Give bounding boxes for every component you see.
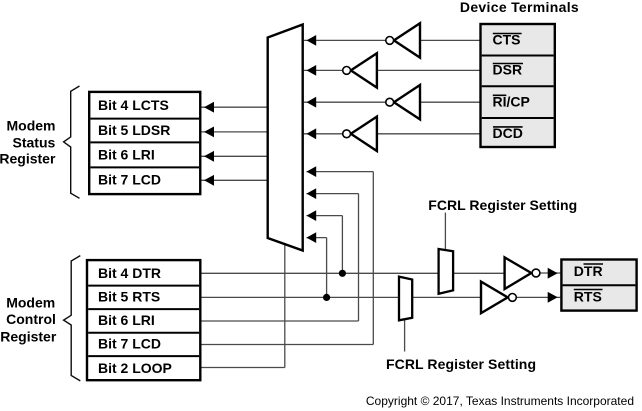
svg-text:Status: Status bbox=[13, 134, 56, 150]
svg-text:Bit 6 LRI: Bit 6 LRI bbox=[98, 146, 155, 162]
svg-text:DSR: DSR bbox=[493, 62, 523, 78]
svg-text:Copyright © 2017, Texas Instru: Copyright © 2017, Texas Instruments Inco… bbox=[366, 394, 634, 408]
svg-text:Modem: Modem bbox=[6, 295, 55, 311]
svg-text:Bit 7 LCD: Bit 7 LCD bbox=[98, 171, 161, 187]
svg-text:Register: Register bbox=[0, 328, 57, 344]
svg-text:RI/CP: RI/CP bbox=[493, 94, 530, 110]
svg-text:DCD: DCD bbox=[493, 125, 523, 141]
svg-text:Device Terminals: Device Terminals bbox=[460, 0, 579, 15]
svg-text:RTS: RTS bbox=[574, 288, 602, 304]
svg-text:Bit 4 LCTS: Bit 4 LCTS bbox=[98, 97, 169, 113]
svg-text:Modem: Modem bbox=[7, 117, 56, 133]
svg-text:Bit 7 LCD: Bit 7 LCD bbox=[98, 336, 161, 352]
svg-text:Register: Register bbox=[0, 151, 56, 167]
svg-text:FCRL Register Setting: FCRL Register Setting bbox=[386, 356, 536, 372]
svg-text:Bit 5 RTS: Bit 5 RTS bbox=[98, 289, 160, 305]
svg-text:Control: Control bbox=[6, 311, 56, 327]
svg-text:FCRL Register Setting: FCRL Register Setting bbox=[428, 197, 577, 213]
svg-text:CTS: CTS bbox=[493, 32, 521, 48]
svg-text:DTR: DTR bbox=[574, 263, 603, 279]
svg-text:Bit 5 LDSR: Bit 5 LDSR bbox=[98, 122, 170, 138]
svg-text:Bit 4 DTR: Bit 4 DTR bbox=[98, 265, 161, 281]
svg-text:Bit 6 LRI: Bit 6 LRI bbox=[98, 312, 155, 328]
svg-text:Bit 2 LOOP: Bit 2 LOOP bbox=[98, 360, 172, 376]
